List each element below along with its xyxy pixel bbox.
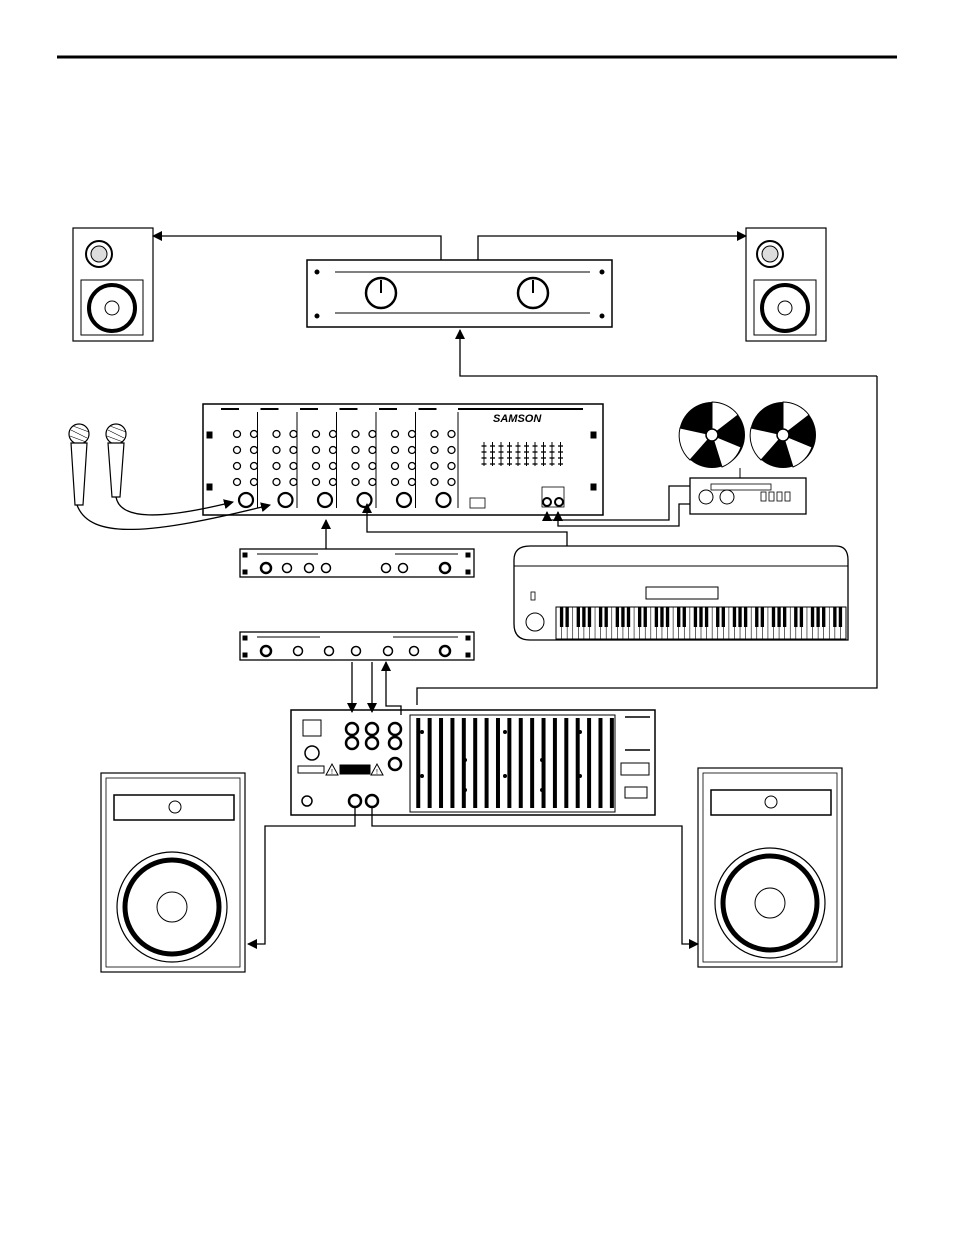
heatsink-fin [553, 718, 557, 808]
black-key [683, 607, 686, 627]
heatsink-fin [530, 718, 534, 808]
heatsink-fin [439, 718, 443, 808]
svg-text:!: ! [376, 769, 378, 776]
heatsink-fin [462, 718, 466, 808]
black-key [565, 607, 568, 627]
amplifier-rear-panel [291, 710, 655, 815]
tape-deck [690, 468, 806, 514]
black-key [833, 607, 836, 627]
heatsink-fin [473, 718, 477, 808]
microphone-icon [69, 424, 89, 505]
black-key [560, 607, 563, 627]
black-key [733, 607, 736, 627]
mixer-console [203, 404, 603, 515]
svg-text:!: ! [331, 769, 333, 776]
heatsink-fin [519, 718, 523, 808]
right-monitor-speaker [746, 228, 826, 341]
heatsink-fin [428, 718, 432, 808]
mixer-brand-label: SAMSON [493, 413, 542, 425]
microphone-icon [106, 424, 126, 497]
heatsink-fin [496, 718, 500, 808]
black-key [783, 607, 786, 627]
black-key [800, 607, 803, 627]
black-key [744, 607, 747, 627]
heatsink-fin [485, 718, 489, 808]
left-main-speaker [101, 773, 245, 972]
heatsink-fin [416, 718, 420, 808]
heatsink-fin [598, 718, 602, 808]
black-key [660, 607, 663, 627]
heatsink-fin [587, 718, 591, 808]
black-key [577, 607, 580, 627]
black-key [777, 607, 780, 627]
rack-processor-1 [240, 549, 474, 577]
black-key [605, 607, 608, 627]
heatsink-fin [542, 718, 546, 808]
black-key [699, 607, 702, 627]
black-key [816, 607, 819, 627]
black-key [822, 607, 825, 627]
black-key [655, 607, 658, 627]
black-key [738, 607, 741, 627]
black-key [621, 607, 624, 627]
monitor-cables [153, 236, 746, 260]
black-key [694, 607, 697, 627]
heatsink-fin [507, 718, 511, 808]
black-key [811, 607, 814, 627]
black-key [599, 607, 602, 627]
left-monitor-speaker [73, 228, 153, 341]
heatsink-fin [610, 718, 614, 808]
black-key [839, 607, 842, 627]
black-key [666, 607, 669, 627]
black-key [705, 607, 708, 627]
black-key [677, 607, 680, 627]
black-key [794, 607, 797, 627]
black-key [755, 607, 758, 627]
black-key [582, 607, 585, 627]
black-key [588, 607, 591, 627]
heatsink-fin [450, 718, 454, 808]
black-key [716, 607, 719, 627]
power-amplifier [307, 260, 612, 327]
black-key [722, 607, 725, 627]
black-key [638, 607, 641, 627]
tape-reel-icon [679, 402, 745, 468]
black-key [772, 607, 775, 627]
heatsink-fin [564, 718, 568, 808]
right-main-speaker [698, 768, 842, 967]
black-key [627, 607, 630, 627]
tape-reel-icon [750, 402, 816, 468]
black-key [761, 607, 764, 627]
rack-processor-2 [240, 632, 474, 660]
keyboard-synth [514, 546, 848, 640]
black-key [616, 607, 619, 627]
black-key [644, 607, 647, 627]
